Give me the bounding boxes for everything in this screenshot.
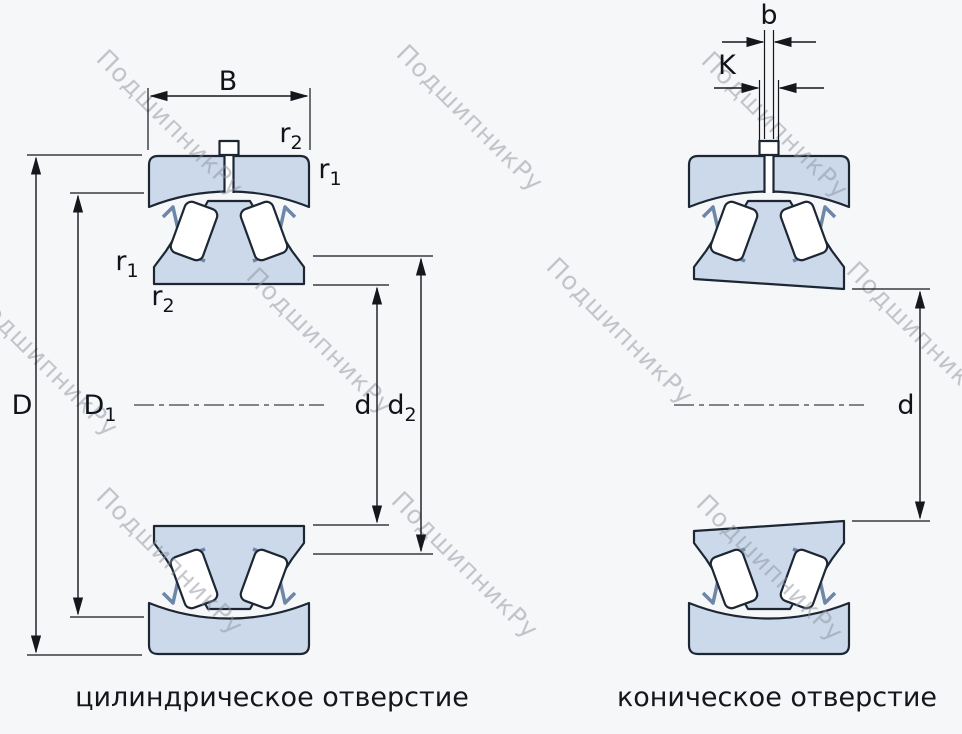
dim-label-r1-left: r1 xyxy=(115,246,138,282)
dim-label-B: B xyxy=(219,66,238,97)
dim-label-d2: d2 xyxy=(387,390,416,426)
dimension-b: b xyxy=(722,0,816,139)
dimension-D: D xyxy=(12,154,142,656)
watermark: ПодшипникРу xyxy=(541,252,700,411)
right-bearing-tapered-bore xyxy=(674,139,864,656)
dim-label-r2-top: r2 xyxy=(279,118,302,154)
dim-label-r1-right: r1 xyxy=(318,154,341,190)
caption-tapered-bore: коническое отверстие xyxy=(617,682,937,713)
dimension-d-right: d xyxy=(852,288,930,522)
dimension-D1: D1 xyxy=(70,192,144,618)
dim-label-D: D xyxy=(12,390,33,421)
watermark: ПодшипникРу xyxy=(386,486,545,645)
dim-label-b: b xyxy=(760,0,777,31)
left-bearing-cylindrical-bore xyxy=(134,139,324,656)
watermark: ПодшипникРу xyxy=(391,39,550,198)
dimension-K: K xyxy=(714,50,824,141)
dimension-d-left: d xyxy=(313,284,389,526)
dimension-d2: d2 xyxy=(313,255,433,555)
dimension-B: B xyxy=(147,66,311,150)
dim-label-K: K xyxy=(718,50,737,81)
dim-label-d: d xyxy=(354,390,371,421)
dim-label-d-right: d xyxy=(897,390,914,421)
caption-cylindrical-bore: цилиндрическое отверстие xyxy=(75,682,469,713)
dim-label-D1: D1 xyxy=(84,390,117,426)
dim-label-r2-left: r2 xyxy=(151,281,174,317)
